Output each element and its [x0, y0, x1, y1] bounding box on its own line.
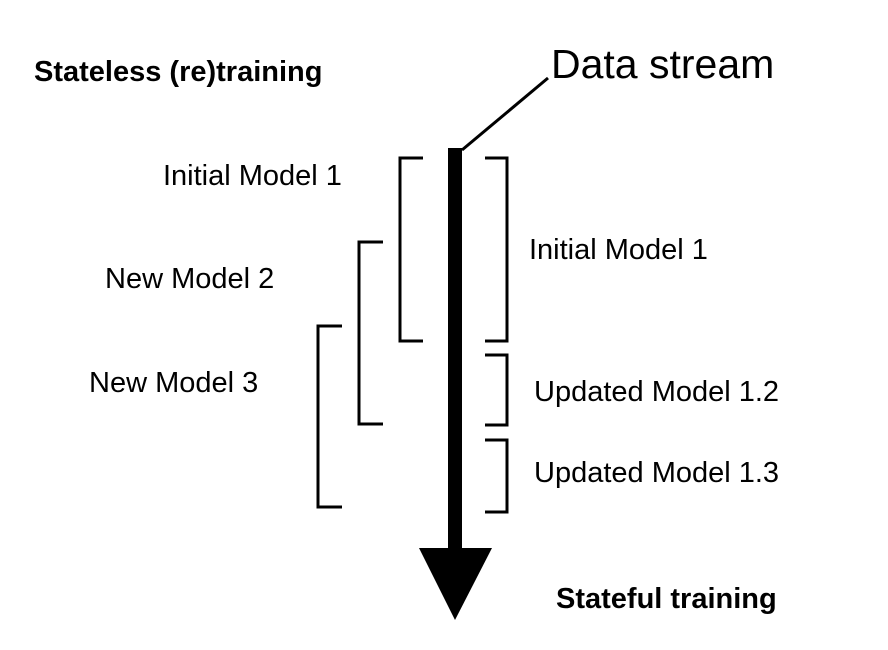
stateful-model-1-2-label: Updated Model 1.2 — [534, 376, 780, 408]
bracket-stateless-model-1 — [398, 156, 423, 343]
stateful-heading: Stateful training — [556, 583, 777, 615]
data-stream-arrowhead — [419, 548, 492, 620]
stateful-model-1-3-label: Updated Model 1.3 — [534, 457, 780, 489]
stateless-model-2-label: New Model 2 — [105, 263, 275, 295]
stateless-model-1-label: Initial Model 1 — [163, 160, 342, 192]
stream-pointer-line — [461, 76, 549, 152]
bracket-stateful-model-1-2 — [485, 353, 509, 427]
stateless-model-3-label: New Model 3 — [89, 367, 259, 399]
data-stream-label: Data stream — [551, 41, 775, 87]
stateful-model-1-label: Initial Model 1 — [529, 234, 708, 266]
data-stream-shaft — [448, 148, 462, 550]
bracket-stateless-model-3 — [316, 324, 342, 509]
bracket-stateful-model-1-3 — [485, 438, 509, 514]
bracket-stateless-model-2 — [357, 240, 383, 426]
stateless-heading: Stateless (re)training — [34, 56, 323, 88]
bracket-stateful-model-1 — [485, 156, 509, 343]
